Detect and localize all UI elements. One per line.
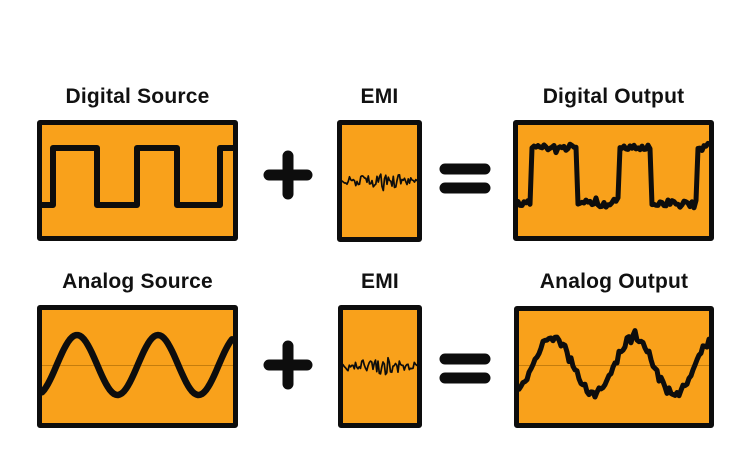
- equals-icon: [438, 350, 492, 392]
- noisy-square-wave-icon: [518, 140, 709, 211]
- analog-output-panel: [514, 306, 714, 428]
- emi-title-digital: EMI: [360, 85, 399, 108]
- plus-icon: [260, 147, 316, 208]
- emi-panel-analog: [338, 305, 422, 428]
- noisy-sine-wave-icon: [519, 328, 709, 400]
- noise-wave-icon: [342, 173, 417, 192]
- analog-source-title: Analog Source: [62, 270, 213, 293]
- digital-output-title: Digital Output: [542, 85, 685, 108]
- sine-wave-icon: [42, 331, 233, 399]
- emi-title-analog: EMI: [361, 270, 399, 293]
- digital-source-title: Digital Source: [65, 85, 210, 108]
- square-wave-icon: [42, 145, 233, 208]
- analog-output-title: Analog Output: [539, 270, 689, 293]
- analog-source-panel: [37, 305, 238, 428]
- digital-source-panel: [37, 120, 238, 241]
- noise-wave-icon: [343, 356, 417, 376]
- emi-panel-digital: [337, 120, 422, 242]
- digital-output-panel: [513, 120, 714, 241]
- plus-icon: [260, 337, 316, 398]
- equals-icon: [438, 160, 492, 202]
